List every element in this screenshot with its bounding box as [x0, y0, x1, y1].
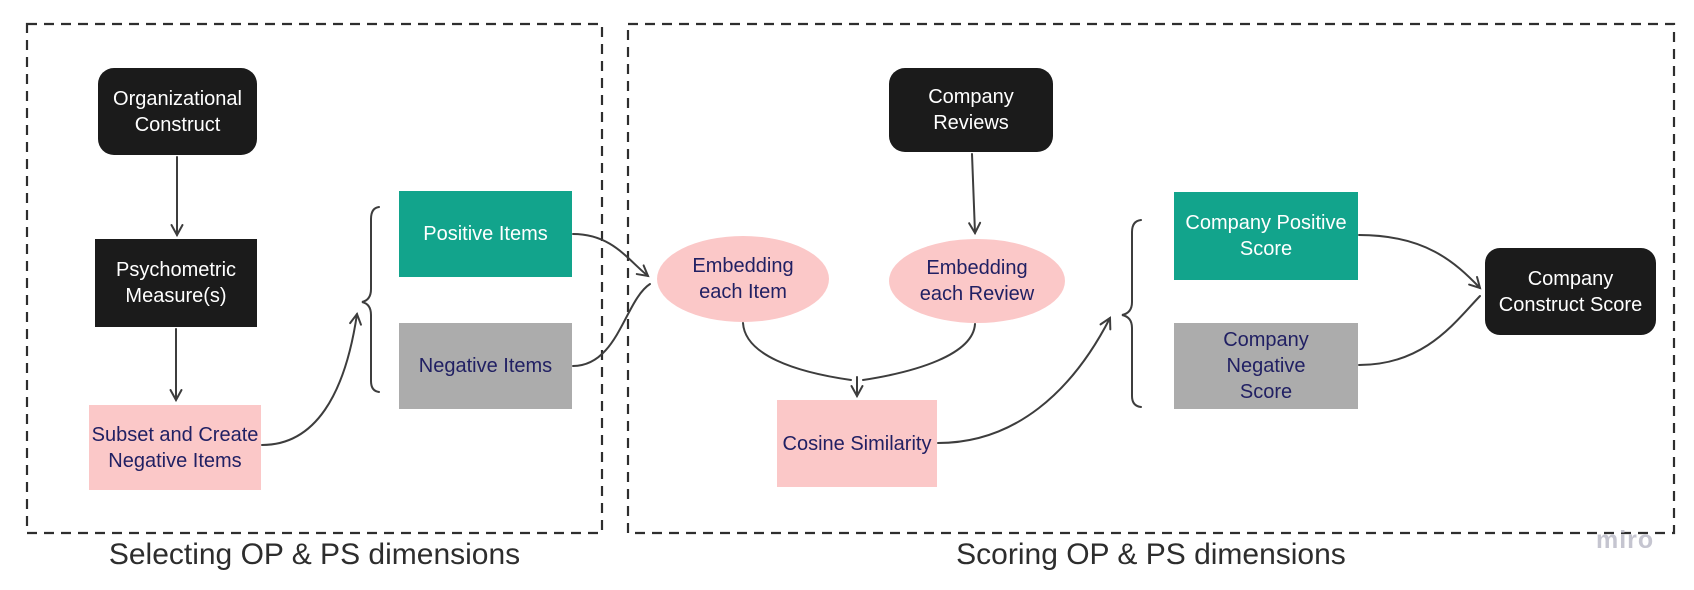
arrow-positive-items-to-embedding	[572, 233, 650, 278]
node-positive-items: Positive Items	[399, 191, 572, 277]
node-label-line: Company Positive	[1185, 212, 1347, 234]
node-company-construct-score: Company Construct Score	[1485, 248, 1656, 335]
arrow-negative-items-to-embedding	[572, 283, 651, 367]
node-psychometric-measures: Psychometric Measure(s)	[95, 239, 257, 327]
node-label-line: Organizational	[113, 87, 242, 110]
arrow-positive-score-to-construct	[1358, 234, 1482, 290]
arrow-embedding-review-to-cosine	[862, 323, 976, 381]
node-label-line: Embedding	[926, 257, 1028, 279]
node-embedding-each-review: Embedding each Review	[889, 239, 1065, 323]
node-label-line: Score	[1239, 381, 1293, 403]
node-label-line: each Item	[699, 281, 787, 303]
node-company-negative-score: Company Negative Score	[1174, 323, 1358, 409]
node-label-line: Psychometric	[115, 259, 237, 281]
node-label-line: Embedding	[692, 255, 794, 277]
node-label-line: Company	[1223, 329, 1309, 351]
node-label-line: Company	[1527, 267, 1614, 290]
arrow-negative-score-to-construct	[1358, 295, 1481, 366]
node-label-line: Company	[928, 86, 1014, 108]
node-organizational-construct: Organizational Construct	[98, 68, 257, 155]
brace-scores-group	[1121, 219, 1142, 408]
node-cosine-similarity: Cosine Similarity	[777, 400, 937, 487]
node-label-line: Negative Items	[418, 355, 553, 377]
node-label-line: Positive Items	[423, 223, 548, 245]
miro-watermark: miro	[1596, 526, 1655, 554]
node-label-line: Score	[1239, 238, 1293, 260]
node-label-line: Subset and Create	[91, 423, 259, 446]
node-subset-create-negative-items: Subset and Create Negative Items	[89, 405, 261, 490]
arrow-cosine-to-scores-brace	[937, 316, 1112, 444]
node-label-line: Reviews	[933, 112, 1009, 134]
frame-scoring-dimensions	[626, 22, 1676, 535]
node-negative-items: Negative Items	[399, 323, 572, 409]
arrow-subset-to-items-brace	[261, 311, 362, 446]
node-label-line: Construct	[134, 113, 221, 136]
caption-scoring-dimensions: Scoring OP & PS dimensions	[956, 538, 1346, 571]
node-label-line: Construct Score	[1498, 293, 1643, 316]
caption-selecting-dimensions: Selecting OP & PS dimensions	[108, 538, 521, 571]
node-label-line: Negative Items	[108, 449, 242, 472]
arrow-embedding-item-to-cosine	[742, 322, 852, 381]
node-embedding-each-item: Embedding each Item	[657, 236, 829, 322]
node-company-positive-score: Company Positive Score	[1174, 192, 1358, 280]
node-label-line: Cosine Similarity	[782, 432, 932, 455]
frame-selecting-dimensions	[25, 22, 604, 535]
node-company-reviews: Company Reviews	[889, 68, 1053, 152]
node-label-line: each Review	[919, 283, 1035, 305]
brace-items-group	[361, 206, 380, 393]
node-label-line: Measure(s)	[125, 285, 227, 307]
arrow-reviews-to-embedding	[968, 153, 982, 236]
node-label-line: Negative	[1226, 355, 1306, 377]
